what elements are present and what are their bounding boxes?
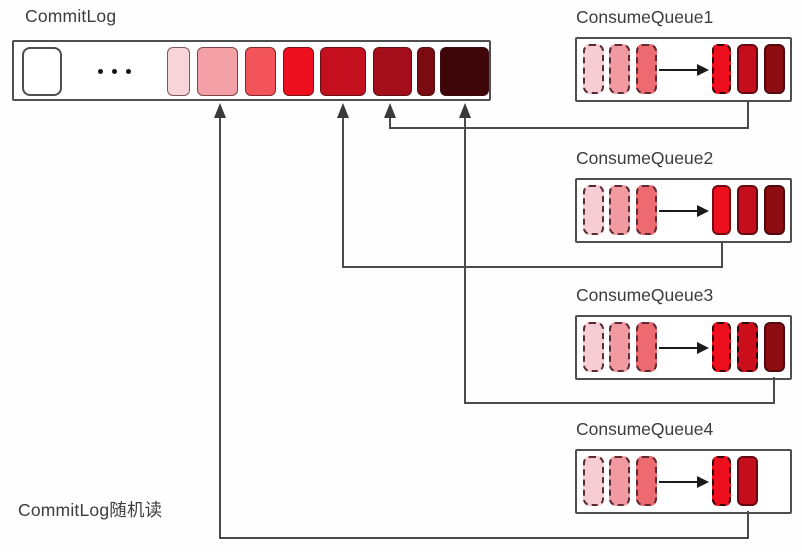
commitlog-cell-message bbox=[167, 47, 190, 96]
queue-pending-slot bbox=[609, 185, 630, 235]
connector-consumequeue1 bbox=[389, 101, 749, 129]
queue-entry bbox=[737, 44, 758, 94]
commitlog-cell-message bbox=[320, 47, 366, 96]
queue-label: ConsumeQueue2 bbox=[576, 148, 714, 168]
commitlog-cell-empty bbox=[22, 47, 62, 96]
commitlog-random-read-label: CommitLog随机读 bbox=[18, 500, 163, 520]
queue-entry bbox=[712, 322, 731, 372]
queue-pending-slot bbox=[583, 185, 604, 235]
commitlog-box bbox=[12, 40, 491, 101]
queue-box bbox=[575, 449, 792, 514]
arrowhead-consumequeue3-icon bbox=[459, 103, 471, 118]
queue-pending-slot bbox=[636, 44, 657, 94]
queue-pending-slot bbox=[636, 456, 657, 506]
dot-icon bbox=[97, 69, 103, 74]
queue-pending-slot bbox=[583, 44, 604, 94]
queue-entry bbox=[712, 44, 731, 94]
queue-arrow-icon bbox=[659, 205, 709, 217]
queue-entry bbox=[737, 456, 758, 506]
ellipsis-icon bbox=[88, 47, 140, 96]
queue-pending-slot bbox=[609, 322, 630, 372]
queue-pending-slot bbox=[583, 456, 604, 506]
queue-entry bbox=[737, 322, 758, 372]
queue-entry bbox=[712, 185, 731, 235]
queue-entry bbox=[764, 322, 785, 372]
queue-box bbox=[575, 178, 792, 243]
queue-label: ConsumeQueue1 bbox=[576, 7, 714, 27]
commitlog-cell-message bbox=[373, 47, 412, 96]
queue-box bbox=[575, 315, 792, 380]
commitlog-cell-message bbox=[440, 47, 489, 96]
queue-arrow-icon bbox=[659, 476, 709, 488]
queue-pending-slot bbox=[636, 185, 657, 235]
queue-arrow-icon bbox=[659, 342, 709, 354]
queue-pending-slot bbox=[609, 44, 630, 94]
dot-icon bbox=[111, 69, 117, 74]
arrowhead-consumequeue2-icon bbox=[337, 103, 349, 118]
arrowhead-consumequeue1-icon bbox=[384, 103, 396, 118]
queue-entry bbox=[764, 185, 785, 235]
commitlog-cell-message bbox=[283, 47, 314, 96]
queue-pending-slot bbox=[609, 456, 630, 506]
queue-pending-slot bbox=[583, 322, 604, 372]
queue-entry bbox=[737, 185, 758, 235]
queue-pending-slot bbox=[636, 322, 657, 372]
queue-arrow-icon bbox=[659, 64, 709, 76]
queue-label: ConsumeQueue3 bbox=[576, 285, 714, 305]
queue-label: ConsumeQueue4 bbox=[576, 419, 714, 439]
queue-entry bbox=[712, 456, 731, 506]
commitlog-cell-message bbox=[245, 47, 276, 96]
dot-icon bbox=[125, 69, 131, 74]
commitlog-cell-message bbox=[417, 47, 435, 96]
commitlog-cell-message bbox=[197, 47, 238, 96]
queue-box bbox=[575, 37, 792, 102]
arrowhead-consumequeue4-icon bbox=[214, 103, 226, 118]
queue-entry bbox=[764, 44, 785, 94]
commitlog-title: CommitLog bbox=[25, 6, 117, 26]
